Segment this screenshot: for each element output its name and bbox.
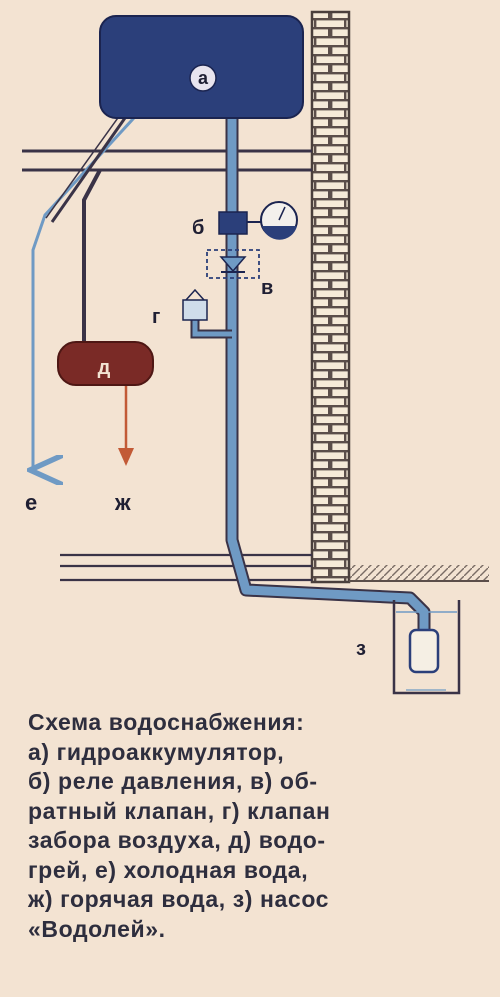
hot-water-line <box>118 385 134 466</box>
pump-icon <box>408 628 440 674</box>
heater-supply-pipe <box>82 169 102 345</box>
water-heater: д <box>57 341 154 386</box>
label-hot-water: ж <box>114 490 131 515</box>
caption-line: а) гидроаккумулятор, <box>28 738 285 765</box>
caption-line: забора воздуха, д) водо- <box>28 827 326 853</box>
caption-line: б) реле давления, в) об- <box>28 768 318 794</box>
floor-lines <box>22 149 312 582</box>
cold-water-line <box>33 106 145 470</box>
label-pump: з <box>356 638 366 660</box>
caption-line: «Водолей». <box>28 915 166 942</box>
main-pipe <box>225 108 431 640</box>
diagram-caption: Схема водоснабжения: а) гидроаккумулятор… <box>28 708 488 944</box>
label-pressure-relay: б <box>192 217 204 239</box>
brick-wall <box>310 10 351 584</box>
pump-pit: з <box>356 600 461 695</box>
ground-hatch <box>349 565 489 582</box>
hydroaccumulator: а <box>99 15 304 119</box>
air-intake-valve: г <box>152 288 232 339</box>
label-check-valve: в <box>261 277 273 299</box>
label-air-valve: г <box>152 306 160 328</box>
caption-line: Схема водоснабжения: <box>28 709 305 735</box>
label-water-heater: д <box>98 357 111 379</box>
caption-line: грей, е) холодная вода, <box>28 856 309 883</box>
label-accumulator: а <box>198 68 209 88</box>
label-cold-water: е <box>25 490 37 515</box>
caption-line: ж) горячая вода, з) насос <box>28 886 330 912</box>
pressure-relay: б <box>192 201 298 240</box>
caption-line: ратный клапан, г) клапан <box>28 797 331 824</box>
water-supply-diagram: а б в г д <box>22 10 489 695</box>
check-valve: в <box>206 249 273 299</box>
